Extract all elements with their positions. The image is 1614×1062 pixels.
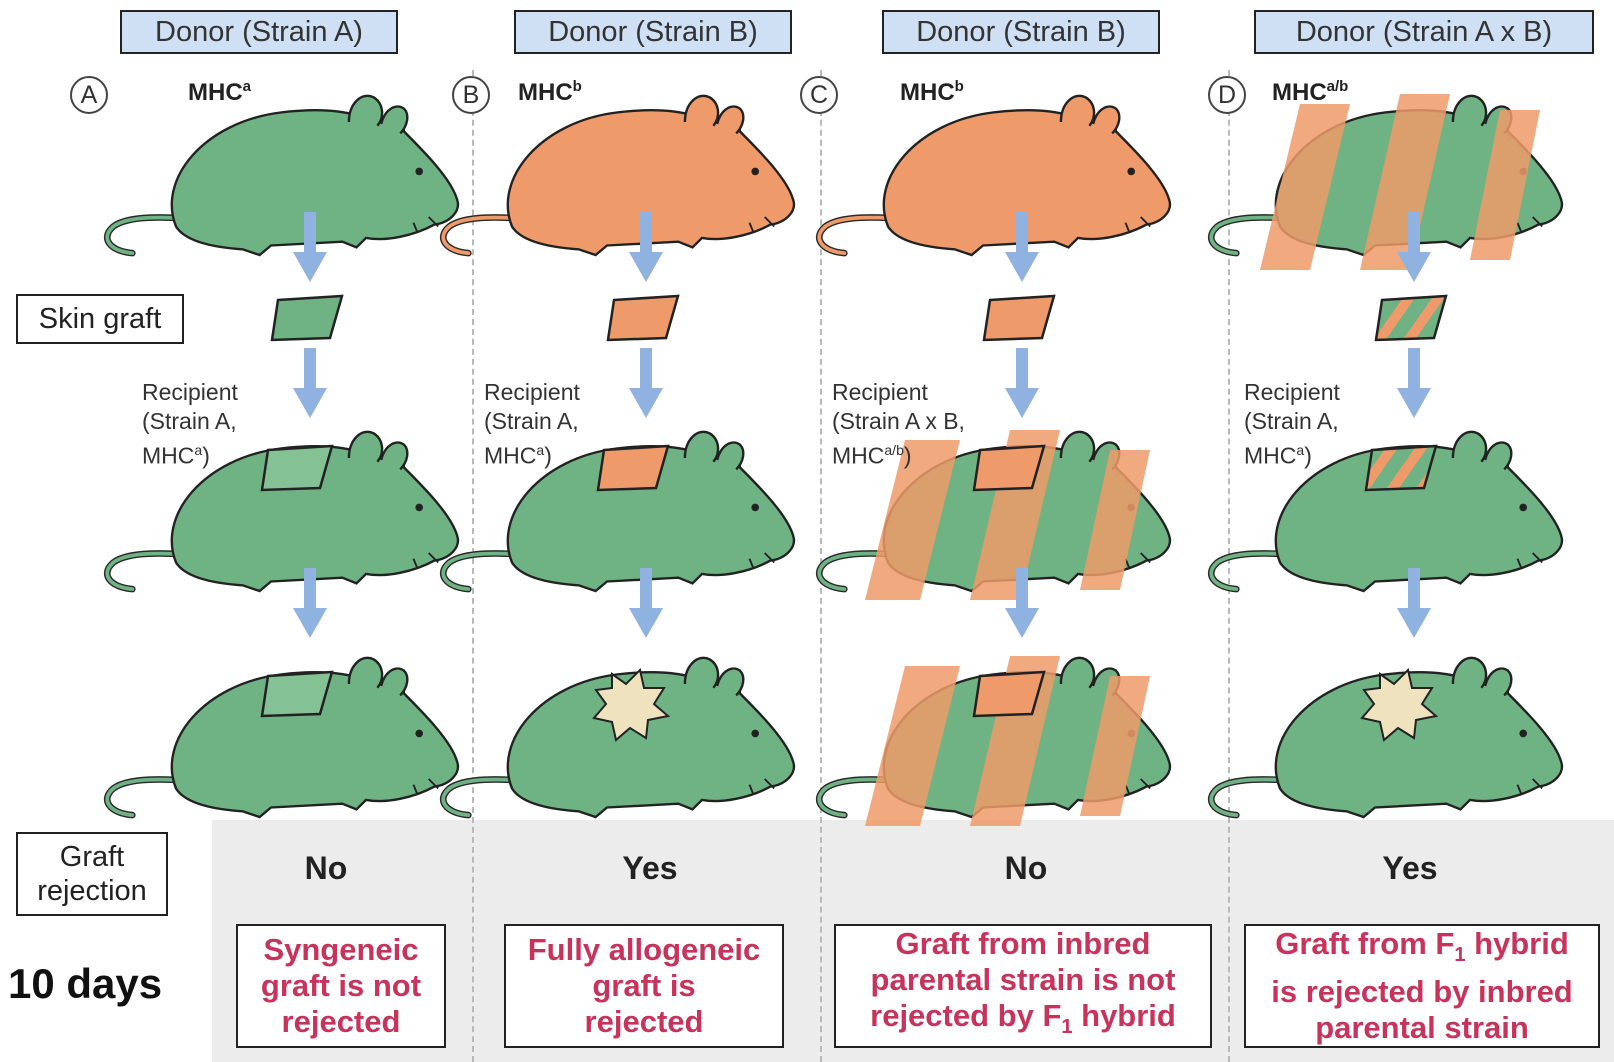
donor-label-c: Donor (Strain B) xyxy=(882,10,1160,54)
column-divider xyxy=(472,70,474,1062)
rejected-scar-icon xyxy=(1360,668,1439,742)
donor-label-b: Donor (Strain B) xyxy=(514,10,792,54)
panel-letter-d: D xyxy=(1208,76,1246,114)
panel-letter-a: A xyxy=(70,76,108,114)
skin-graft-icon xyxy=(982,294,1056,342)
panel-letter-b: B xyxy=(452,76,490,114)
recipient-label-b: Recipient(Strain A, MHCa) xyxy=(484,379,580,469)
conclusion-d: Graft from F1 hybrid is rejected by inbr… xyxy=(1244,924,1600,1048)
rejected-scar-icon xyxy=(592,668,671,742)
down-arrow-icon xyxy=(629,348,663,418)
donor-mhc-d: MHCa/b xyxy=(1272,78,1349,106)
panel-letter-c: C xyxy=(800,76,838,114)
rejection-result-b: Yes xyxy=(622,850,678,886)
down-arrow-icon xyxy=(1397,348,1431,418)
donor-mouse-icon xyxy=(443,96,794,255)
recipient-label-d: Recipient(Strain A, MHCa) xyxy=(1244,379,1340,469)
rejection-result-c: No xyxy=(1004,850,1048,886)
graft-rejection-label: Graft rejection xyxy=(16,832,168,916)
donor-mhc-a: MHCa xyxy=(188,78,251,106)
skin-graft-icon xyxy=(606,294,680,342)
skin-graft-icon xyxy=(1374,294,1448,342)
down-arrow-icon xyxy=(1005,348,1039,418)
recipient-label-c: Recipient(Strain A x B, MHCa/b) xyxy=(832,379,965,469)
time-label: 10 days xyxy=(8,960,163,1007)
donor-mhc-c: MHCb xyxy=(900,78,964,106)
column-divider xyxy=(1228,70,1230,1062)
rejection-result-d: Yes xyxy=(1382,850,1438,886)
donor-mouse-icon xyxy=(819,96,1170,255)
donor-label-d: Donor (Strain A x B) xyxy=(1254,10,1594,54)
donor-label-a: Donor (Strain A) xyxy=(120,10,398,54)
down-arrow-icon xyxy=(293,348,327,418)
skin-graft-icon xyxy=(270,294,344,342)
rejection-result-a: No xyxy=(304,850,348,886)
donor-mhc-b: MHCb xyxy=(518,78,582,106)
recipient-label-a: Recipient(Strain A, MHCa) xyxy=(142,379,238,469)
skin-graft-label: Skin graft xyxy=(16,294,184,344)
donor-mouse-icon xyxy=(107,96,458,255)
